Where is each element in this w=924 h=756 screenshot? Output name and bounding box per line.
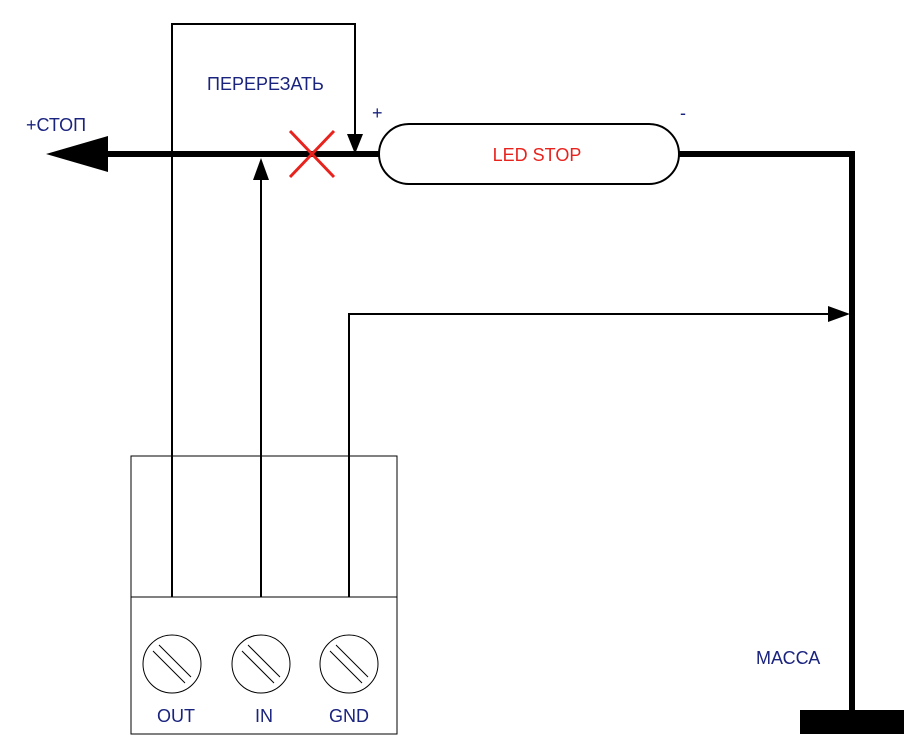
in-wire (253, 158, 269, 597)
cut-label: ПЕРЕРЕЗАТЬ (207, 74, 324, 94)
terminal-out-screw-icon (142, 634, 202, 694)
out-wire-path (171, 23, 356, 597)
terminal-in-screw-icon (231, 634, 291, 694)
out-wire-arrow (347, 134, 363, 154)
terminal-gnd-screw-icon (319, 634, 379, 694)
cut-mark-icon (288, 129, 336, 179)
gnd-wire-path (348, 313, 832, 597)
terminal-in-label: IN (255, 706, 273, 726)
module-body (130, 455, 398, 735)
gnd-wire-arrow (828, 306, 850, 322)
stop-label: +СТОП (26, 115, 86, 135)
stop-arrow-head (46, 136, 108, 172)
gnd-wire (348, 306, 850, 597)
ground-symbol (800, 710, 904, 734)
stop-wire (46, 136, 380, 172)
led-plus-label: + (372, 103, 383, 123)
terminal-gnd-label: GND (329, 706, 369, 726)
in-wire-arrow (253, 158, 269, 180)
controller-module: OUT IN GND (130, 455, 398, 735)
led-minus-label: - (680, 103, 686, 123)
terminal-out-label: OUT (157, 706, 195, 726)
led-stop-label: LED STOP (493, 145, 582, 165)
ground-wire (679, 151, 904, 734)
ground-label: МАССА (756, 648, 820, 668)
out-wire (171, 23, 363, 597)
